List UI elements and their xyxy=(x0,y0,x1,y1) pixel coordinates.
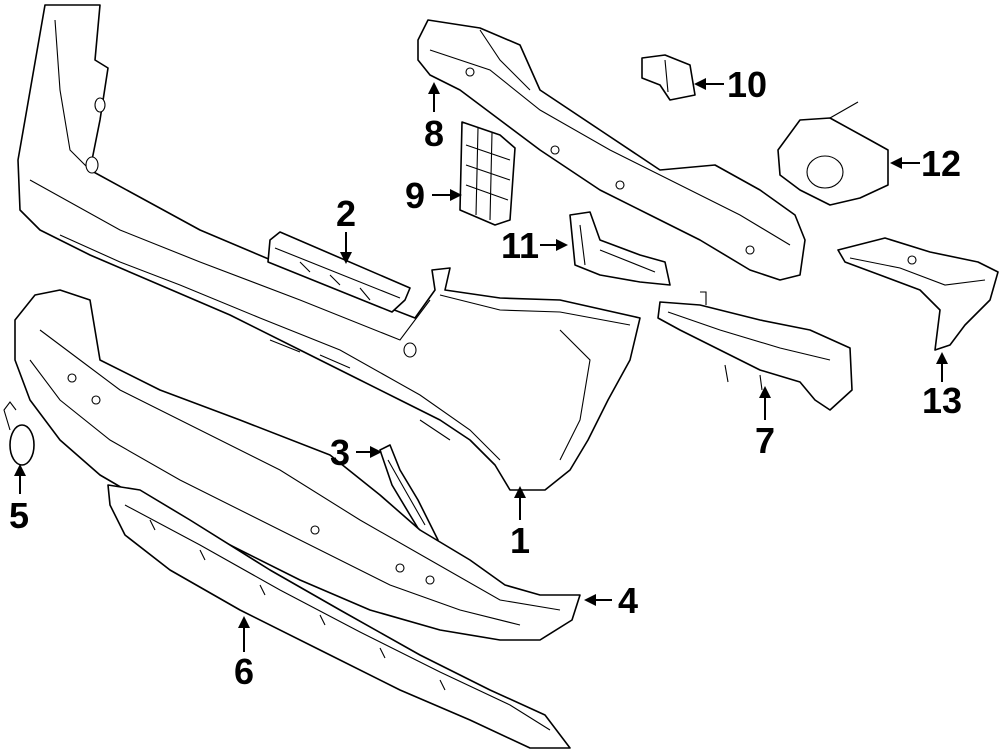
part-skid-plate-6 xyxy=(107,484,571,749)
callout-9: 9 xyxy=(405,175,425,216)
part-grid-bracket-9 xyxy=(459,121,516,226)
part-plug-5 xyxy=(3,401,35,466)
callout-12: 12 xyxy=(921,143,961,184)
callout-6: 6 xyxy=(234,651,254,692)
part-bracket-11 xyxy=(569,211,671,286)
callout-4: 4 xyxy=(618,580,638,621)
part-clip-10 xyxy=(641,54,696,101)
callout-10: 10 xyxy=(727,64,767,105)
part-reinforcement-7 xyxy=(657,291,853,411)
callout-11: 11 xyxy=(501,225,539,266)
part-side-bracket-13 xyxy=(837,237,999,351)
part-bumper-cover xyxy=(17,4,641,491)
callout-3: 3 xyxy=(330,432,350,473)
part-tow-housing-12 xyxy=(777,101,889,206)
leaders xyxy=(14,78,948,652)
part-beam-8 xyxy=(417,19,806,281)
callout-5: 5 xyxy=(9,495,29,536)
callout-7: 7 xyxy=(755,420,775,461)
callout-labels: 1 2 3 4 5 6 7 8 9 10 11 12 13 xyxy=(9,64,962,692)
callout-8: 8 xyxy=(424,113,444,154)
callout-2: 2 xyxy=(336,193,356,234)
part-bracket-2 xyxy=(267,231,411,313)
callout-1: 1 xyxy=(510,520,530,561)
part-lower-cover-4 xyxy=(14,289,581,641)
callout-13: 13 xyxy=(922,380,962,421)
